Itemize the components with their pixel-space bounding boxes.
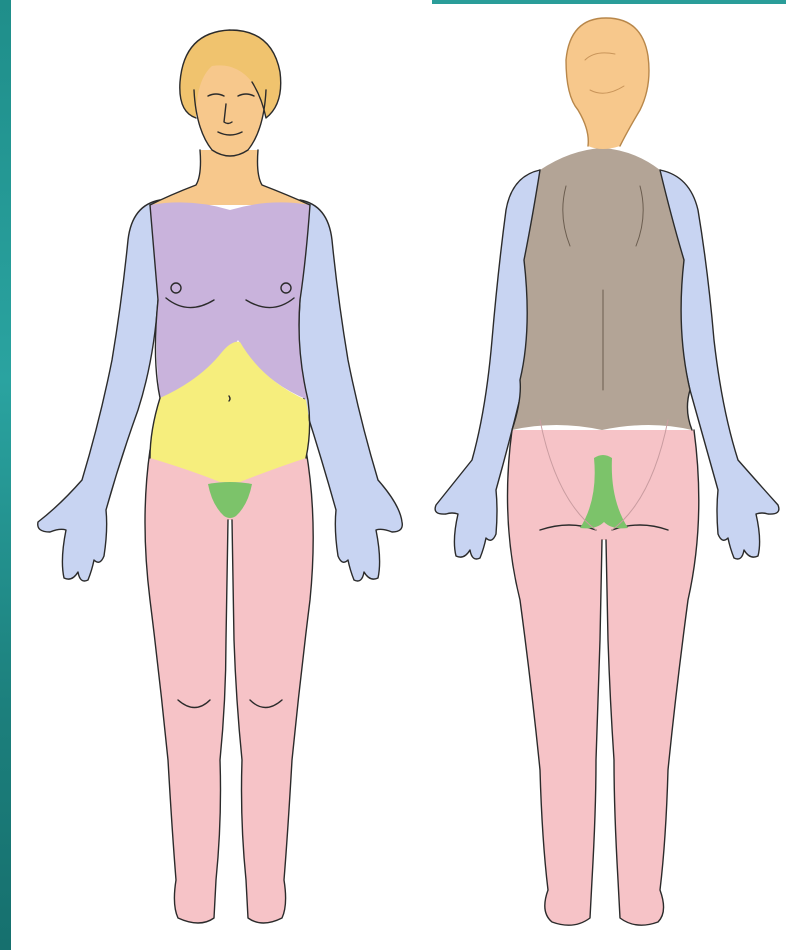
front-figure: [38, 30, 403, 923]
back-figure: [435, 18, 779, 925]
front-neck-region: [150, 150, 310, 205]
front-lower-limb-region: [145, 450, 313, 923]
front-upper-limb-right: [299, 200, 402, 581]
front-upper-limb-left: [38, 200, 160, 581]
back-head-region: [566, 18, 649, 149]
